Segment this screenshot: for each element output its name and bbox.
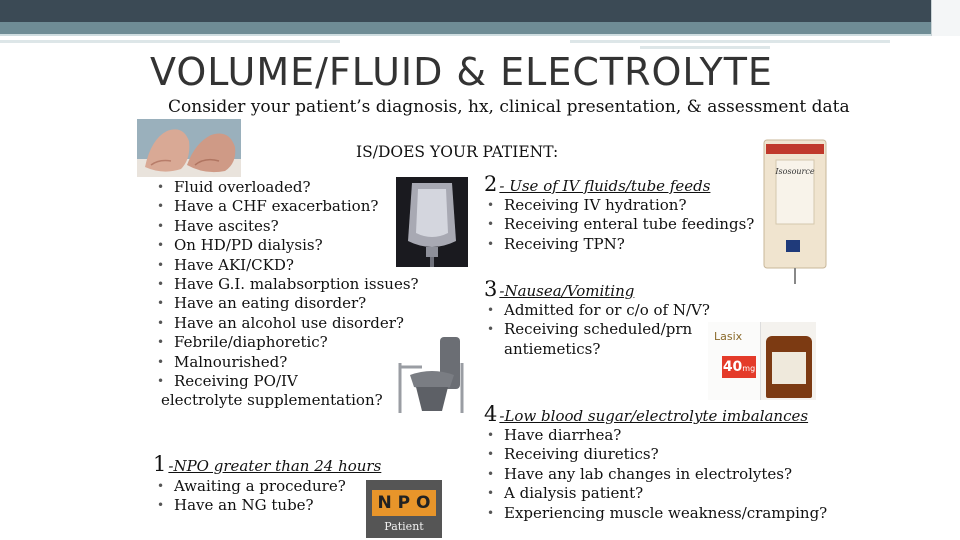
- lasix-label: Lasix: [714, 330, 743, 343]
- npo-sign-text: N P O: [372, 490, 436, 516]
- list-item: Receiving scheduled/prn: [485, 320, 710, 340]
- section-heading: IS/DOES YOUR PATIENT:: [356, 143, 559, 161]
- slide-title: VOLUME/FLUID & ELECTROLYTE: [150, 50, 773, 94]
- list-item: Febrile/diaphoretic?: [155, 333, 419, 353]
- npo-sign: N P O Patient: [366, 480, 442, 538]
- list-item-continuation: antiemetics?: [504, 339, 601, 358]
- list-item: Have G.I. malabsorption issues?: [155, 275, 419, 295]
- list-item: Have AKI/CKD?: [155, 256, 419, 276]
- list-item: Receiving IV hydration?: [485, 196, 754, 216]
- lasix-medication-photo: Lasix 40mg: [708, 322, 816, 400]
- feeding-bag-brand: Isosource: [774, 167, 814, 176]
- header-decor-line: [640, 46, 770, 49]
- section-3-list: Admitted for or c/o of N/V? Receiving sc…: [485, 301, 710, 359]
- list-item: Have diarrhea?: [485, 426, 827, 446]
- section-1-number: 1: [153, 452, 167, 476]
- section-3-title: 3-Nausea/Vomiting: [484, 277, 634, 301]
- header-decor-line: [570, 40, 890, 43]
- list-item: Awaiting a procedure?: [155, 477, 346, 497]
- list-item: Have any lab changes in electrolytes?: [485, 465, 827, 485]
- section-3-label: -Nausea/Vomiting: [499, 282, 635, 300]
- list-item: Receiving TPN?: [485, 235, 754, 255]
- list-item: Have a CHF exacerbation?: [155, 197, 419, 217]
- header-accent-bar: [0, 22, 960, 34]
- list-item: Fluid overloaded?: [155, 178, 419, 198]
- list-item: Have an NG tube?: [155, 496, 346, 516]
- list-item: Have ascites?: [155, 217, 419, 237]
- iv-bag-photo: [396, 177, 468, 267]
- risk-factor-list: Fluid overloaded? Have a CHF exacerbatio…: [155, 178, 419, 411]
- section-2-title: 2- Use of IV fluids/tube feeds: [484, 172, 710, 196]
- lasix-dose: 40mg: [722, 356, 756, 378]
- section-2-number: 2: [484, 172, 498, 196]
- corner-decor: [931, 0, 960, 36]
- header-bar: [0, 0, 960, 22]
- section-2-label: - Use of IV fluids/tube feeds: [499, 177, 711, 195]
- header-divider: [0, 34, 960, 36]
- section-3-number: 3: [484, 277, 498, 301]
- section-4-title: 4-Low blood sugar/electrolyte imbalances: [484, 402, 808, 426]
- list-item: On HD/PD dialysis?: [155, 236, 419, 256]
- section-1-title: 1-NPO greater than 24 hours: [153, 452, 381, 476]
- list-item: Admitted for or c/o of N/V?: [485, 301, 710, 321]
- section-1-label: -NPO greater than 24 hours: [168, 457, 382, 475]
- npo-sign-subtext: Patient: [384, 520, 424, 533]
- list-item: Have an alcohol use disorder?: [155, 314, 419, 334]
- list-item: Receiving diuretics?: [485, 445, 827, 465]
- section-4-label: -Low blood sugar/electrolyte imbalances: [499, 407, 809, 425]
- section-1-list: Awaiting a procedure? Have an NG tube?: [155, 477, 346, 516]
- list-item: Receiving PO/IV: [155, 372, 419, 392]
- list-item: Have an eating disorder?: [155, 294, 419, 314]
- section-2-list: Receiving IV hydration? Receiving entera…: [485, 196, 754, 255]
- tube-feeding-bag-photo: Isosource: [762, 132, 828, 286]
- list-item: Experiencing muscle weakness/cramping?: [485, 504, 827, 524]
- section-4-list: Have diarrhea? Receiving diuretics? Have…: [485, 426, 827, 523]
- section-4-number: 4: [484, 402, 498, 426]
- bedside-commode-photo: [392, 333, 470, 415]
- list-item: Receiving enteral tube feedings?: [485, 215, 754, 235]
- edema-feet-photo: [137, 119, 241, 177]
- list-item: A dialysis patient?: [485, 484, 827, 504]
- slide-subtitle: Consider your patient’s diagnosis, hx, c…: [168, 97, 850, 117]
- list-item-continuation: electrolyte supplementation?: [161, 391, 383, 410]
- list-item: Malnourished?: [155, 353, 419, 373]
- header-decor-line: [0, 40, 340, 43]
